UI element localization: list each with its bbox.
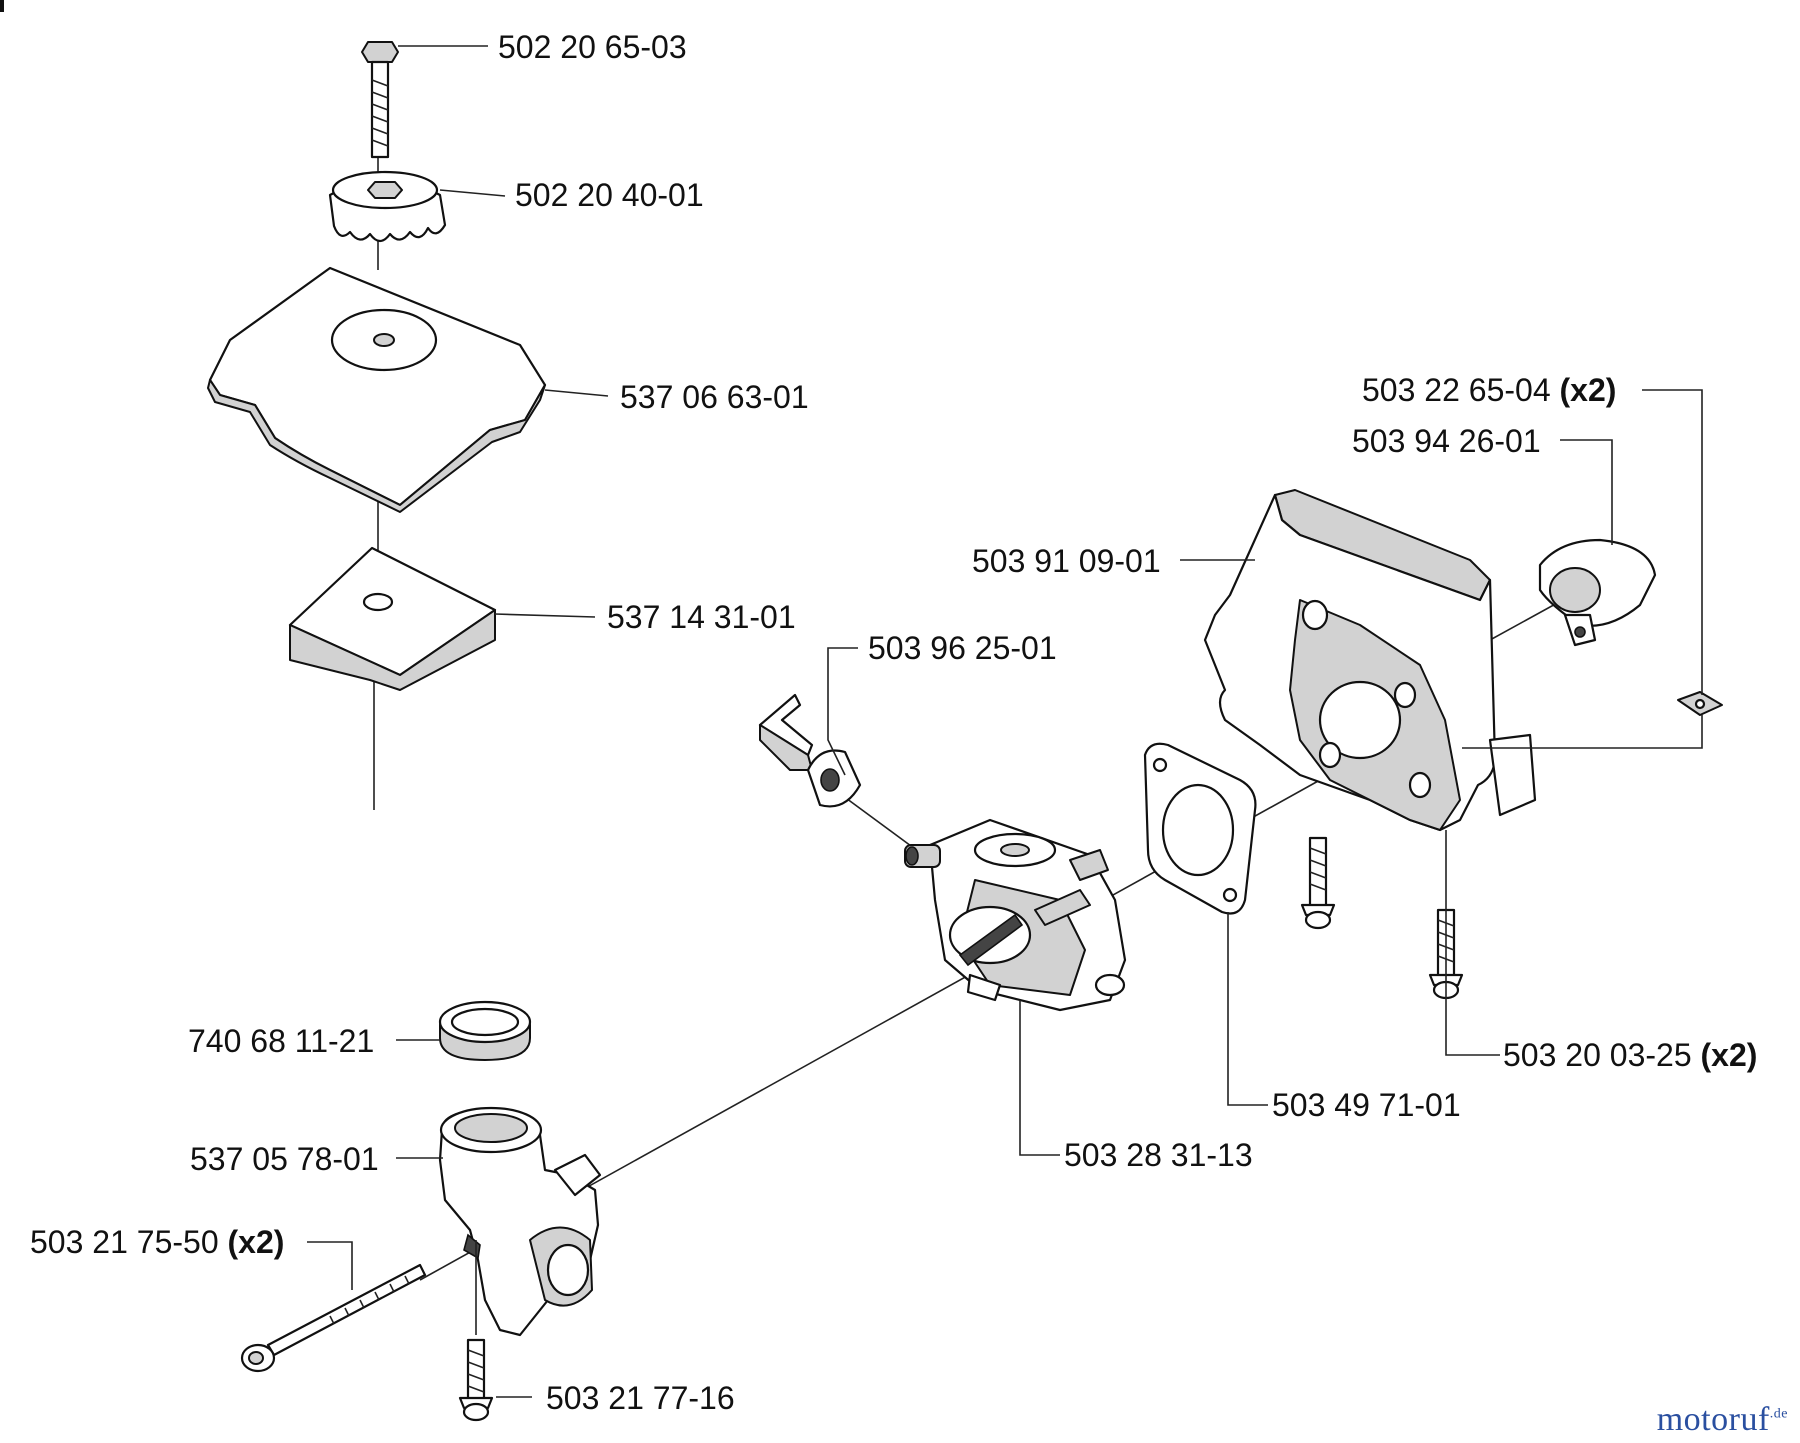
label-intake-housing: 503 91 09-01 (972, 543, 1161, 579)
clip-icon (758, 693, 862, 808)
corner-mark (0, 0, 4, 12)
leader-bushing (1560, 439, 1613, 545)
label-bottom-screw: 503 21 77-16 (546, 1380, 735, 1416)
long-screw-icon (240, 1263, 427, 1373)
leader-housing-screw (1445, 830, 1500, 1056)
label-clip: 503 96 25-01 (868, 630, 1057, 666)
label-air-filter-cover: 537 06 63-01 (620, 379, 809, 415)
label-long-screw: 503 21 75-50 (x2) (30, 1224, 284, 1260)
label-seal-ring: 740 68 11-21 (188, 1023, 374, 1059)
leader-plate-to-housing (1462, 715, 1703, 749)
watermark-suffix: .de (1769, 1406, 1788, 1422)
bottom-screw-icon (458, 1338, 494, 1422)
watermark-main: motoruf (1656, 1401, 1770, 1438)
leader-screw-small (1642, 389, 1703, 695)
air-filter-icon (288, 546, 497, 691)
label-carburetor: 503 28 31-13 (1064, 1137, 1253, 1173)
small-plate-icon (1677, 691, 1723, 716)
label-air-filter: 537 14 31-01 (607, 599, 796, 635)
label-bushing: 503 94 26-01 (1352, 423, 1541, 459)
seal-ring-icon (438, 1000, 532, 1061)
watermark-logo: motoruf.de (1657, 1401, 1788, 1439)
leader-filter-cover (544, 389, 609, 397)
label-bolt-top: 502 20 65-03 (498, 29, 687, 65)
bolt-top-icon (361, 41, 399, 159)
housing-screw-left-icon (1300, 836, 1336, 930)
bushing-icon (1538, 538, 1657, 647)
intake-housing-icon (1203, 489, 1537, 832)
label-nut-knob: 502 20 40-01 (515, 177, 704, 213)
gasket-icon (1143, 742, 1257, 915)
label-gasket: 503 49 71-01 (1272, 1087, 1461, 1123)
leader-nut-knob (439, 189, 506, 197)
leader-filter (494, 613, 596, 618)
air-filter-cover-icon (207, 266, 547, 513)
leader-long-screw (307, 1241, 353, 1290)
leader-gasket (1227, 912, 1268, 1106)
leader-clip (827, 647, 858, 776)
label-screw-small: 503 22 65-04 (x2) (1362, 372, 1616, 408)
knob-nut-icon (328, 170, 447, 243)
label-housing-screw: 503 20 03-25 (x2) (1503, 1037, 1757, 1073)
label-intake-manifold: 537 05 78-01 (190, 1141, 379, 1177)
carburetor-icon (904, 818, 1127, 1012)
leader-carburetor (1019, 1000, 1060, 1156)
intake-manifold-icon (438, 1106, 602, 1337)
